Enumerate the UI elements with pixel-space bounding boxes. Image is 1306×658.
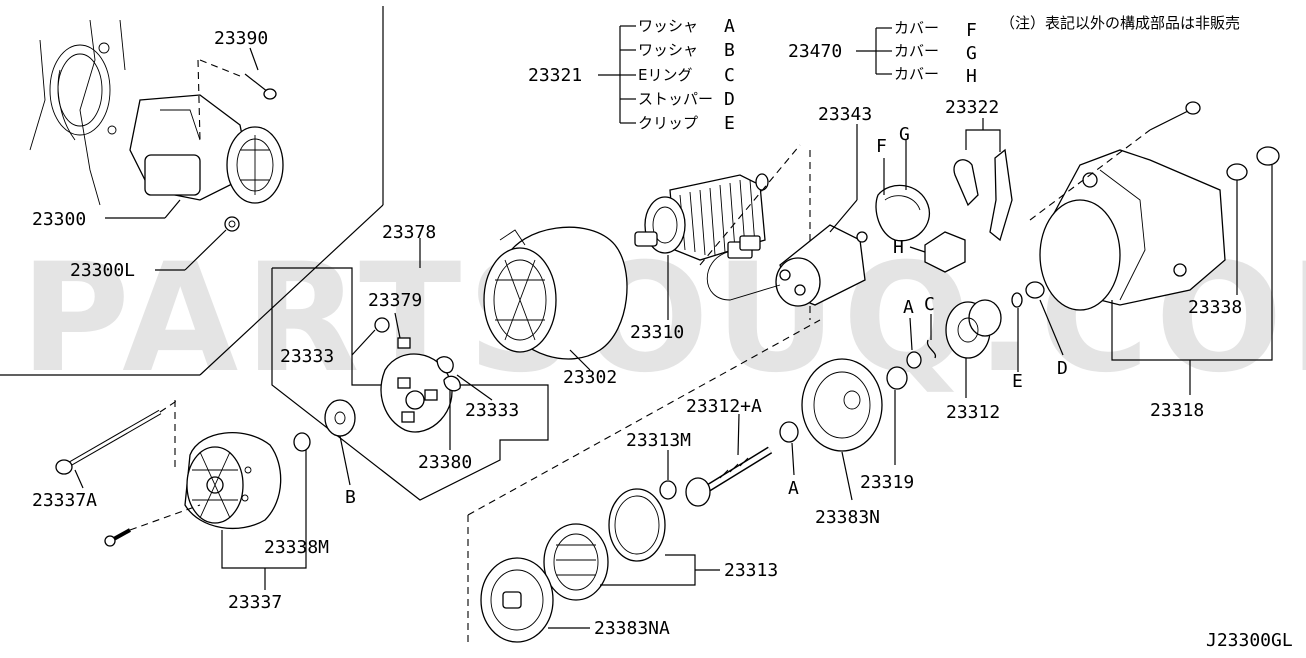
label-23383N: 23383N (815, 507, 880, 528)
legend-23470-item-3: カバー (894, 65, 939, 83)
label-23378: 23378 (382, 222, 436, 243)
yoke-drawing (483, 226, 628, 360)
legend-23321-code-2: B (724, 40, 735, 61)
letter-C: C (924, 294, 935, 315)
letter-G: G (899, 124, 910, 145)
label-23390: 23390 (214, 28, 268, 49)
legend-23321-code-4: D (724, 89, 735, 110)
brush-holder-group (271, 238, 549, 501)
letter-A-lower: A (788, 478, 799, 499)
label-23322: 23322 (945, 97, 999, 118)
leader-23302 (569, 349, 591, 371)
legend-23321-part: 23321 (528, 65, 582, 86)
armature-dash (699, 144, 801, 266)
diagram-code: J23300GL (1206, 630, 1293, 651)
legend-23321-code-1: A (724, 16, 735, 37)
label-23333-lower: 23333 (465, 400, 519, 421)
gear-case-drawing (801, 358, 883, 452)
label-23338: 23338 (1188, 297, 1242, 318)
label-23313M: 23313M (626, 430, 691, 451)
legend-23470-code-1: F (966, 20, 977, 41)
letter-B: B (345, 487, 356, 508)
legend-23470-code-2: G (966, 43, 977, 64)
label-23333-upper: 23333 (280, 346, 334, 367)
legend-23470-item-2: カバー (894, 42, 939, 60)
legend-23470-item-1: カバー (894, 19, 939, 37)
front-housing-drawing (480, 557, 554, 643)
housing-drawing (1011, 101, 1280, 311)
label-23319: 23319 (860, 472, 914, 493)
label-23302: 23302 (563, 367, 617, 388)
legend-23321-item-3: Eリング (638, 66, 692, 84)
letter-H: H (893, 237, 904, 258)
pinion-drawing (886, 299, 1002, 390)
letter-D: D (1057, 358, 1068, 379)
legend-23470: 23470 カバー カバー カバー F G H (788, 19, 977, 87)
label-23383NA: 23383NA (594, 618, 670, 639)
legend-23321-code-5: E (724, 113, 735, 134)
shaft-drawing (659, 421, 799, 507)
legend-23321: 23321 ワッシャ ワッシャ Eリング ストッパー クリップ A B C D … (528, 16, 735, 134)
leaders-brush (351, 312, 493, 450)
ring-gear-drawing (543, 488, 666, 601)
label-23310: 23310 (630, 322, 684, 343)
label-23343: 23343 (818, 104, 872, 125)
letter-E: E (1012, 371, 1023, 392)
leaders-inset (105, 47, 259, 271)
rear-cover-drawing (55, 399, 356, 547)
legend-23321-item-5: クリップ (638, 114, 698, 132)
label-23318: 23318 (1150, 400, 1204, 421)
legend-23470-code-3: H (966, 66, 977, 87)
note-text: （注）表記以外の構成部品は非販売 (1000, 14, 1240, 32)
label-23312: 23312 (946, 402, 1000, 423)
letter-F: F (876, 136, 887, 157)
engine-inset-drawing (29, 19, 284, 232)
letter-A-upper: A (903, 297, 914, 318)
legend-23321-item-1: ワッシャ (638, 17, 698, 35)
label-23380: 23380 (418, 452, 472, 473)
label-23312A: 23312+A (686, 396, 762, 417)
label-23300L: 23300L (70, 260, 135, 281)
legend-23321-item-4: ストッパー (638, 90, 713, 108)
inset-divider (0, 6, 384, 376)
label-23300: 23300 (32, 209, 86, 230)
label-23379: 23379 (368, 290, 422, 311)
legend-23470-part: 23470 (788, 41, 842, 62)
legend-23321-item-2: ワッシャ (638, 41, 698, 59)
label-23337A: 23337A (32, 490, 97, 511)
label-23338M: 23338M (264, 537, 329, 558)
lever-drawing (953, 148, 1013, 242)
solenoid-drawing (706, 224, 868, 307)
label-23337: 23337 (228, 592, 282, 613)
legend-23321-code-3: C (724, 65, 735, 86)
covers-drawing (875, 184, 966, 273)
label-23313: 23313 (724, 560, 778, 581)
